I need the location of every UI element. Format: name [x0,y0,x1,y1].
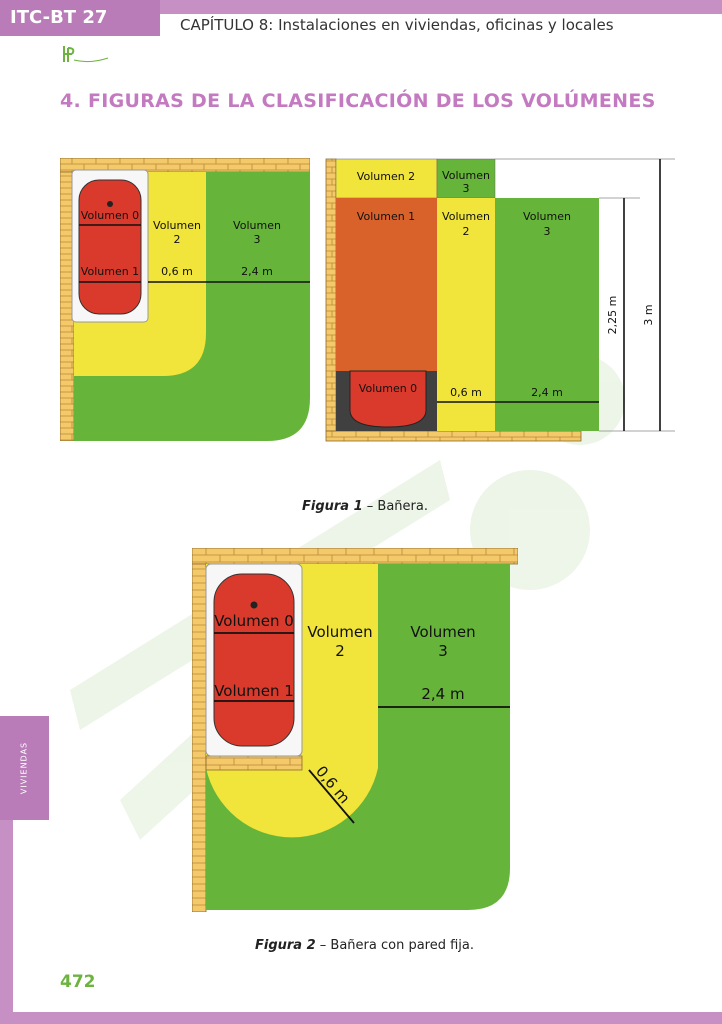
label-volume-1: Volumen 1 [81,265,139,278]
volume-0-zone [213,573,295,747]
figure1-caption-label: Figura 1 [302,499,363,514]
dim-arrow [308,769,355,824]
figure2-caption: Figura 2 – Bañera con pared fija. [255,938,474,953]
side-tab: VIVIENDAS [0,716,49,820]
side-tab-label: VIVIENDAS [19,741,29,795]
label-volume-2-line2: 2 [335,642,345,660]
label-volume-1: Volumen 1 [214,682,294,700]
figure1-elevation-view: Volumen 2 Volumen 3 Volumen 1 Volumen 2 … [325,158,675,442]
volume-3-zone [495,198,599,431]
label-volume-0: Volumen 0 [214,612,294,630]
label-volume-2-line2: 2 [463,225,470,238]
header-tab: ITC-BT 27 [0,0,160,36]
section-title: 4. FIGURAS DE LA CLASIFICACIÓN DE LOS VO… [60,90,656,112]
side-strip [0,820,13,1024]
document-code: ITC-BT 27 [10,7,108,28]
label-volume-2-line1: Volumen [153,219,201,232]
label-volume-3-top-line1: Volumen [442,169,490,182]
figure2-caption-label: Figura 2 [255,938,316,953]
drain-dot [250,601,258,609]
label-dim-3: 3 m [642,304,655,325]
publisher-logo [63,46,109,63]
label-dim-2-4: 2,4 m [531,386,563,399]
figure1-plan-view: Volumen 0 Volumen 1 Volumen 2 Volumen 3 … [60,158,310,441]
page-number: 472 [60,972,96,992]
figure2-caption-text: – Bañera con pared fija. [315,938,475,953]
label-dim-2-25: 2,25 m [606,296,619,335]
figure1-caption-text: – Bañera. [362,499,428,514]
chapter-title: CAPÍTULO 8: Instalaciones en viviendas, … [180,16,614,34]
header-bar [160,0,722,14]
volume-0-zone [349,370,427,428]
label-volume-3-line2: 3 [254,233,261,246]
top-wall [192,548,518,565]
fixed-wall [205,755,303,771]
left-wall [192,563,207,912]
label-volume-3-line1: Volumen [523,210,571,223]
label-volume-0: Volumen 0 [81,209,139,222]
drain-dot [107,201,113,207]
label-volume-3-line2: 3 [544,225,551,238]
label-dim-2-4: 2,4 m [241,265,273,278]
label-volume-3-line1: Volumen [233,219,281,232]
label-volume-2-line1: Volumen [442,210,490,223]
left-wall [325,158,337,432]
label-volume-2-line2: 2 [174,233,181,246]
volume-3-top-zone [436,158,496,199]
label-dim-2-4: 2,4 m [421,685,464,703]
footer-bar [0,1012,722,1024]
volume-0-zone [78,179,142,315]
label-volume-3-line1: Volumen [410,623,475,641]
figure1-caption: Figura 1 – Bañera. [302,499,428,514]
label-volume-1: Volumen 1 [357,210,415,223]
label-volume-2-line1: Volumen [307,623,372,641]
volume-2-top-zone [335,158,438,199]
label-volume-3-top-line2: 3 [463,182,470,195]
label-volume-3-line2: 3 [438,642,448,660]
label-dim-0-6: 0,6 m [450,386,482,399]
floor [325,430,582,442]
label-volume-0: Volumen 0 [359,382,417,395]
volume-2-zone [437,198,495,431]
figure2-plan-view: Volumen 0 Volumen 1 Volumen 2 Volumen 3 … [192,548,518,912]
label-volume-2-top: Volumen 2 [357,170,415,183]
label-dim-0-6: 0,6 m [161,265,193,278]
